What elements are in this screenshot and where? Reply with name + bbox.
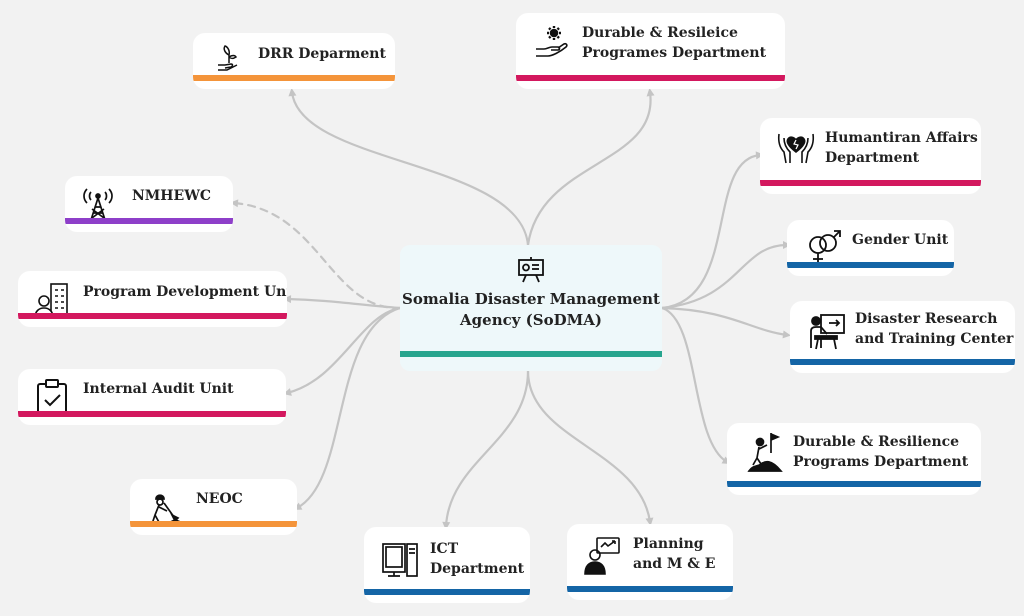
audit-bar: [18, 411, 286, 417]
node-durable-resileice-programes[interactable]: Durable & Resileice Programes Department: [516, 13, 785, 89]
planning-label: Planning and M & E: [633, 534, 715, 574]
planning-line1: Planning: [633, 536, 704, 552]
node-nmhewc[interactable]: NMHEWC: [65, 176, 233, 232]
research-bar: [790, 359, 1015, 365]
ict-label: ICT Department: [430, 539, 524, 579]
durable-top-label: Durable & Resileice Programes Department: [582, 23, 766, 63]
ict-bar: [364, 589, 530, 595]
durable-right-label: Durable & Resilience Programs Department: [793, 432, 968, 472]
nmhewc-label: NMHEWC: [132, 188, 212, 204]
connector-neoc: [293, 306, 402, 510]
durable-right-bar: [727, 481, 981, 487]
center-node-sodma[interactable]: Somalia Disaster Management Agency (SoDM…: [400, 245, 662, 371]
durable-right-line1: Durable & Resilience: [793, 434, 960, 450]
ict-line1: ICT: [430, 541, 459, 557]
gender-label: Gender Unit: [852, 232, 949, 248]
node-ict-department[interactable]: ICT Department: [364, 527, 530, 603]
node-drr-department[interactable]: DRR Deparment: [193, 33, 395, 89]
neoc-bar: [130, 521, 297, 527]
durable-top-bar: [516, 75, 785, 81]
program-dev-bar: [18, 313, 287, 319]
ict-line2: Department: [430, 561, 525, 577]
node-planning-me[interactable]: Planning and M & E: [567, 524, 733, 600]
node-disaster-research-training[interactable]: Disaster Research and Training Center: [790, 301, 1015, 373]
gender-bar: [787, 262, 954, 268]
durable-right-line2: Programs Department: [793, 454, 969, 470]
nmhewc-bar: [65, 218, 233, 224]
connector-durable-top: [526, 88, 655, 247]
humanitarian-line1: Humantiran Affairs: [825, 130, 978, 146]
humanitarian-label: Humantiran Affairs Department: [825, 128, 978, 168]
connector-research: [660, 306, 791, 339]
climber-flag-icon: [747, 431, 783, 473]
center-node-label: Somalia Disaster Management Agency (SoDM…: [400, 289, 662, 331]
connector-humanitarian: [660, 151, 764, 310]
neoc-label: NEOC: [196, 491, 243, 507]
node-internal-audit-unit[interactable]: Internal Audit Unit: [18, 369, 286, 425]
node-durable-resilience-programs[interactable]: Durable & Resilience Programs Department: [727, 423, 981, 495]
center-node-bar: [400, 351, 662, 357]
connector-audit: [283, 306, 402, 396]
node-gender-unit[interactable]: Gender Unit: [787, 220, 954, 276]
teacher-board-icon: [809, 312, 847, 352]
planning-line2: and M & E: [633, 556, 716, 572]
center-line1: Somalia Disaster Management: [402, 290, 660, 308]
humanitarian-bar: [760, 180, 981, 186]
audit-label: Internal Audit Unit: [83, 381, 234, 397]
connector-gender: [660, 241, 791, 310]
durable-top-line1: Durable & Resileice: [582, 25, 738, 41]
person-chart-icon: [583, 536, 623, 576]
radio-tower-icon: [80, 185, 116, 225]
node-program-development-unit[interactable]: Program Development Unit: [18, 271, 287, 327]
center-line2: Agency (SoDMA): [460, 311, 602, 329]
gender-symbol-icon: [805, 228, 843, 266]
connector-nmhewc: [230, 199, 402, 310]
drr-bar: [193, 75, 395, 81]
connector-durable-right: [660, 306, 731, 465]
research-label: Disaster Research and Training Center: [855, 309, 1013, 349]
research-line1: Disaster Research: [855, 311, 998, 327]
durable-top-line2: Programes Department: [582, 45, 767, 61]
planning-bar: [567, 586, 733, 592]
drr-label: DRR Deparment: [258, 46, 386, 62]
hand-gear-icon: [534, 25, 572, 61]
node-humanitarian-affairs[interactable]: Humantiran Affairs Department: [760, 118, 981, 194]
computer-tower-icon: [381, 541, 419, 579]
hands-heart-icon: [776, 130, 816, 166]
connector-planning: [526, 369, 654, 526]
connector-drr: [288, 88, 530, 247]
research-line2: and Training Center: [855, 331, 1014, 347]
hand-plant-icon: [215, 43, 243, 73]
connector-ict: [442, 369, 530, 530]
program-dev-label: Program Development Unit: [83, 284, 287, 300]
node-neoc[interactable]: NEOC: [130, 479, 297, 535]
presentation-board-icon: [516, 255, 546, 285]
humanitarian-line2: Department: [825, 150, 920, 166]
